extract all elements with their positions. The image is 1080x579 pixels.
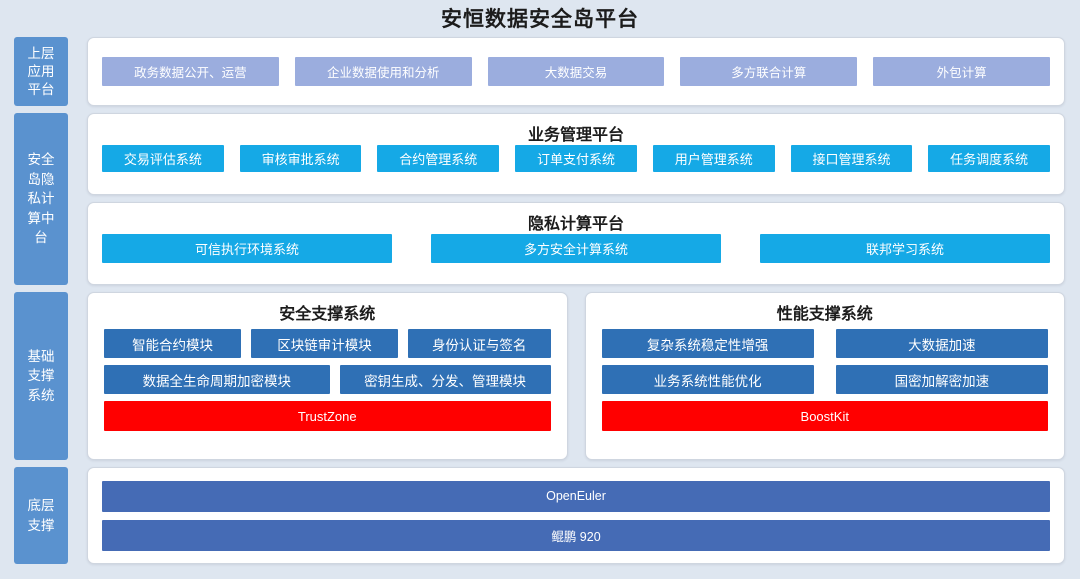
performance-row-2: 业务系统性能优化 国密加解密加速: [601, 365, 1048, 394]
panel-inner-application-platform: 政务数据公开、运营 企业数据使用和分析 大数据交易 多方联合计算 外包计算: [88, 38, 1064, 105]
biz-item-transaction-evaluation[interactable]: 交易评估系统: [102, 145, 224, 172]
performance-item-bigdata-acceleration[interactable]: 大数据加速: [835, 329, 1048, 358]
biz-item-task-scheduling[interactable]: 任务调度系统: [928, 145, 1051, 172]
underlying-bar-kunpeng-920[interactable]: 鲲鹏 920: [102, 519, 1050, 551]
app-item-outsourced-computation[interactable]: 外包计算: [873, 57, 1050, 86]
panel-title-privacy-computing-platform: 隐私计算平台: [527, 216, 624, 233]
security-item-key-generation-distribution-management-module[interactable]: 密钥生成、分发、管理模块: [339, 365, 551, 394]
biz-item-contract-management[interactable]: 合约管理系统: [377, 145, 500, 172]
security-bar-trustzone[interactable]: TrustZone: [104, 401, 551, 431]
panel-title-business-management-platform: 业务管理平台: [527, 127, 624, 144]
panel-title-security-support-system: 安全支撑系统: [279, 306, 376, 323]
panel-performance-support-system: 性能支撑系统 复杂系统稳定性增强 大数据加速 业务系统性能优化 国密加解密加速 …: [584, 292, 1065, 460]
priv-item-federated-learning[interactable]: 联邦学习系统: [760, 234, 1050, 263]
privacy-item-grid: 可信执行环境系统 多方安全计算系统 联邦学习系统: [102, 234, 1050, 263]
panel-title-performance-support-system: 性能支撑系统: [776, 306, 873, 323]
panel-inner-privacy-computing-platform: 可信执行环境系统 多方安全计算系统 联邦学习系统: [88, 234, 1064, 284]
tier-body-foundation-support-system: 安全支撑系统 智能合约模块 区块链审计模块 身份认证与签名 数据全生命周期加密模…: [87, 292, 1065, 460]
performance-row-1: 复杂系统稳定性增强 大数据加速: [601, 329, 1048, 358]
security-item-full-lifecycle-encryption-module[interactable]: 数据全生命周期加密模块: [104, 365, 330, 394]
panel-security-support-system: 安全支撑系统 智能合约模块 区块链审计模块 身份认证与签名 数据全生命周期加密模…: [87, 292, 568, 460]
page-title: 安恒数据安全岛平台: [441, 8, 639, 31]
security-item-blockchain-audit-module[interactable]: 区块链审计模块: [251, 329, 398, 358]
priv-item-secure-multiparty-computation[interactable]: 多方安全计算系统: [431, 234, 721, 263]
biz-item-interface-management[interactable]: 接口管理系统: [790, 145, 913, 172]
panel-inner-security-support-system: 智能合约模块 区块链审计模块 身份认证与签名 数据全生命周期加密模块 密钥生成、…: [88, 324, 567, 459]
performance-item-complex-system-stability[interactable]: 复杂系统稳定性增强: [601, 329, 814, 358]
priv-item-trusted-execution-environment[interactable]: 可信执行环境系统: [102, 234, 392, 263]
biz-item-order-payment[interactable]: 订单支付系统: [515, 145, 637, 172]
app-item-enterprise-data[interactable]: 企业数据使用和分析: [294, 57, 472, 86]
panel-privacy-computing-platform: 隐私计算平台 可信执行环境系统 多方安全计算系统 联邦学习系统: [87, 202, 1065, 285]
tier-underlying-support: 底层支撑 OpenEuler 鲲鹏 920: [0, 467, 1080, 564]
underlying-bar-openeuler[interactable]: OpenEuler: [102, 480, 1050, 512]
security-item-smart-contract-module[interactable]: 智能合约模块: [104, 329, 242, 358]
tier-label-foundation-support-system: 基础支撑系统: [14, 292, 68, 460]
tier-label-underlying-support: 底层支撑: [14, 467, 68, 564]
app-item-multiparty-computation[interactable]: 多方联合计算: [680, 57, 858, 86]
panel-underlying-support: OpenEuler 鲲鹏 920: [87, 467, 1065, 564]
performance-item-business-system-optimization[interactable]: 业务系统性能优化: [601, 365, 814, 394]
panel-inner-business-management-platform: 交易评估系统 审核审批系统 合约管理系统 订单支付系统 用户管理系统 接口管理系…: [88, 145, 1064, 194]
app-item-government-data[interactable]: 政务数据公开、运营: [102, 57, 279, 86]
tier-application-platform: 上层应用平台 政务数据公开、运营 企业数据使用和分析 大数据交易 多方联合计算 …: [0, 37, 1080, 106]
app-item-bigdata-trading[interactable]: 大数据交易: [487, 57, 665, 86]
panel-business-management-platform: 业务管理平台 交易评估系统 审核审批系统 合约管理系统 订单支付系统 用户管理系…: [87, 113, 1065, 195]
panel-application-platform: 政务数据公开、运营 企业数据使用和分析 大数据交易 多方联合计算 外包计算: [87, 37, 1065, 106]
tier-privacy-computing-midplatform: 安全岛隐私计算中台 业务管理平台 交易评估系统 审核审批系统 合约管理系统 订单…: [0, 113, 1080, 285]
tier-label-application-platform: 上层应用平台: [14, 37, 68, 106]
tier-body-privacy-computing-midplatform: 业务管理平台 交易评估系统 审核审批系统 合约管理系统 订单支付系统 用户管理系…: [87, 113, 1065, 285]
performance-item-sm-crypto-acceleration[interactable]: 国密加解密加速: [835, 365, 1048, 394]
biz-item-user-management[interactable]: 用户管理系统: [652, 145, 775, 172]
security-row-1: 智能合约模块 区块链审计模块 身份认证与签名: [104, 329, 551, 358]
performance-bar-boostkit[interactable]: BoostKit: [601, 401, 1048, 431]
security-row-2: 数据全生命周期加密模块 密钥生成、分发、管理模块: [104, 365, 551, 394]
tier-foundation-support-system: 基础支撑系统 安全支撑系统 智能合约模块 区块链审计模块 身份认证与签名 数据全…: [0, 292, 1080, 460]
security-item-identity-auth-signature[interactable]: 身份认证与签名: [407, 329, 551, 358]
tier-body-underlying-support: OpenEuler 鲲鹏 920: [87, 467, 1065, 564]
biz-item-review-approval[interactable]: 审核审批系统: [239, 145, 362, 172]
tier-label-privacy-computing-midplatform: 安全岛隐私计算中台: [14, 113, 68, 285]
panel-inner-underlying-support: OpenEuler 鲲鹏 920: [88, 468, 1064, 563]
panel-inner-performance-support-system: 复杂系统稳定性增强 大数据加速 业务系统性能优化 国密加解密加速 BoostKi…: [586, 324, 1065, 459]
tier-body-application-platform: 政务数据公开、运营 企业数据使用和分析 大数据交易 多方联合计算 外包计算: [87, 37, 1065, 106]
